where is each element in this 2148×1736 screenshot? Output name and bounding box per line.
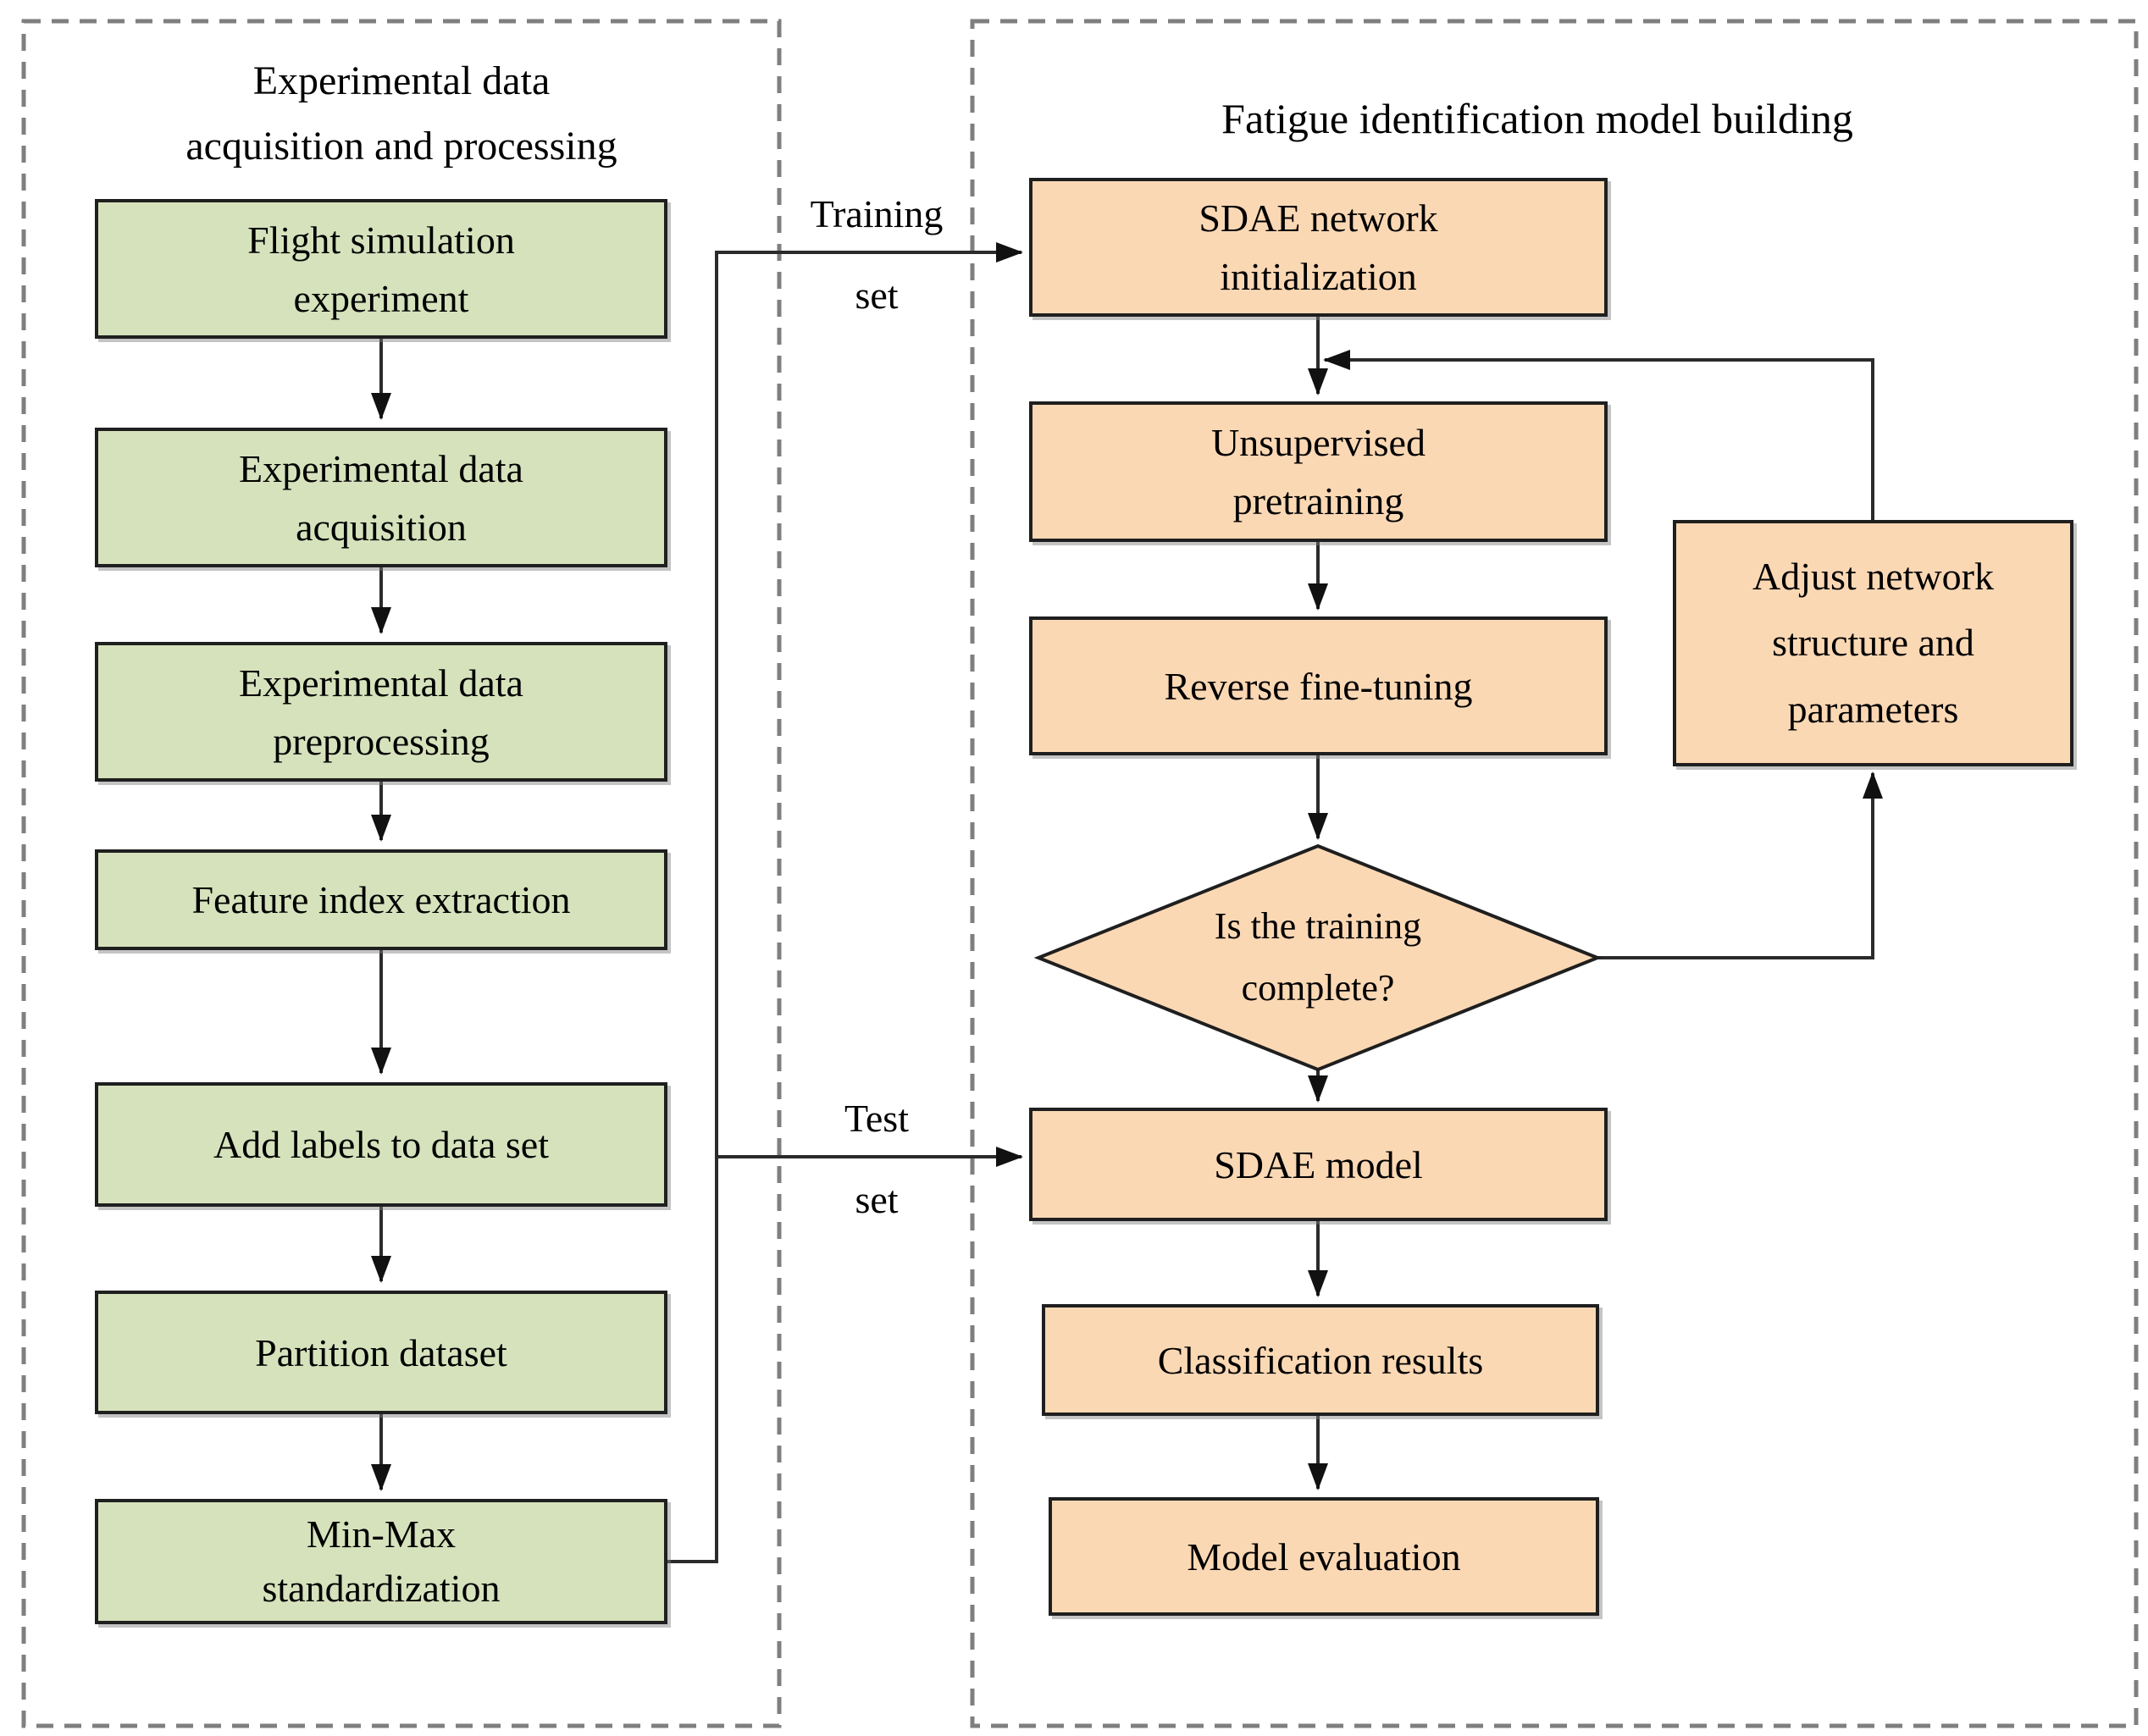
flow-box-reverse-fine-tuning: Reverse fine-tuning (1029, 616, 1608, 755)
arrow-decision-to-adjust (1597, 771, 1883, 959)
box-label-line: experiment (293, 276, 469, 320)
box-label-line: SDAE network (1199, 196, 1438, 240)
flow-box-sdae-network-initialization: SDAE network initialization (1029, 178, 1608, 317)
box-label-line: Model evaluation (1187, 1534, 1461, 1578)
box-label-line: Reverse fine-tuning (1164, 664, 1473, 708)
box-label-line: standardization (262, 1567, 501, 1610)
flow-box-sdae-model: SDAE model (1029, 1108, 1608, 1221)
box-label-line: Partition dataset (255, 1330, 507, 1374)
box-label-line: Experimental data (239, 446, 523, 490)
arrow-adjust-feedback (1323, 350, 1874, 520)
test-set-label: Test set (767, 1078, 987, 1241)
flow-box-adjust-network: Adjust network structure and parameters (1673, 520, 2073, 766)
box-label-line: Unsupervised (1211, 421, 1426, 464)
test-set-label-line1: Test (844, 1097, 909, 1140)
flow-box-minmax-standardization: Min-Max standardization (95, 1499, 667, 1624)
flow-box-experimental-data-acquisition: Experimental data acquisition (95, 428, 667, 567)
box-label-line: initialization (1220, 255, 1417, 298)
training-set-label-line1: Training (810, 192, 944, 235)
flow-box-add-labels: Add labels to data set (95, 1082, 667, 1207)
box-label-line: Experimental data (239, 661, 523, 705)
training-set-label-line2: set (855, 274, 899, 317)
box-label-line: Flight simulation (247, 218, 515, 262)
box-label-line: structure and (1772, 621, 1974, 665)
flow-box-experimental-data-preprocessing: Experimental data preprocessing (95, 642, 667, 782)
left-panel-title-line2: acquisition and processing (185, 123, 617, 169)
box-label-line: Adjust network (1752, 555, 1994, 599)
box-label-line: Classification results (1157, 1338, 1484, 1382)
flow-box-unsupervised-pretraining: Unsupervised pretraining (1029, 401, 1608, 542)
diamond-label-line1: Is the training (1214, 905, 1422, 948)
box-label-line: preprocessing (273, 719, 490, 763)
right-panel-title: Fatigue identification model building (1221, 95, 1853, 142)
left-panel-title: Experimental data acquisition and proces… (54, 49, 749, 180)
arrow-training-set (667, 242, 1023, 1563)
flow-box-flight-simulation-experiment: Flight simulation experiment (95, 199, 667, 339)
box-label-line: Min-Max (306, 1512, 457, 1556)
left-panel-border (21, 19, 782, 1728)
box-label-line: SDAE model (1214, 1142, 1423, 1186)
decision-diamond-label: Is the training complete? (1089, 893, 1547, 1022)
flow-box-feature-index-extraction: Feature index extraction (95, 849, 667, 950)
flow-box-model-evaluation: Model evaluation (1049, 1497, 1599, 1616)
box-label-line: parameters (1787, 687, 1959, 731)
decision-diamond (1033, 843, 1603, 1072)
diamond-label-line2: complete? (1241, 967, 1395, 1009)
box-label-line: Add labels to data set (213, 1123, 549, 1166)
flow-box-partition-dataset: Partition dataset (95, 1291, 667, 1414)
training-set-label: Training set (767, 174, 987, 336)
right-panel-border (970, 19, 2139, 1728)
box-label-line: pretraining (1232, 479, 1404, 522)
box-label-line: acquisition (296, 505, 467, 549)
left-panel-title-line1: Experimental data (252, 58, 551, 103)
flow-box-classification-results: Classification results (1042, 1304, 1599, 1416)
box-label-line: Feature index extraction (191, 878, 571, 921)
test-set-label-line2: set (855, 1178, 899, 1221)
